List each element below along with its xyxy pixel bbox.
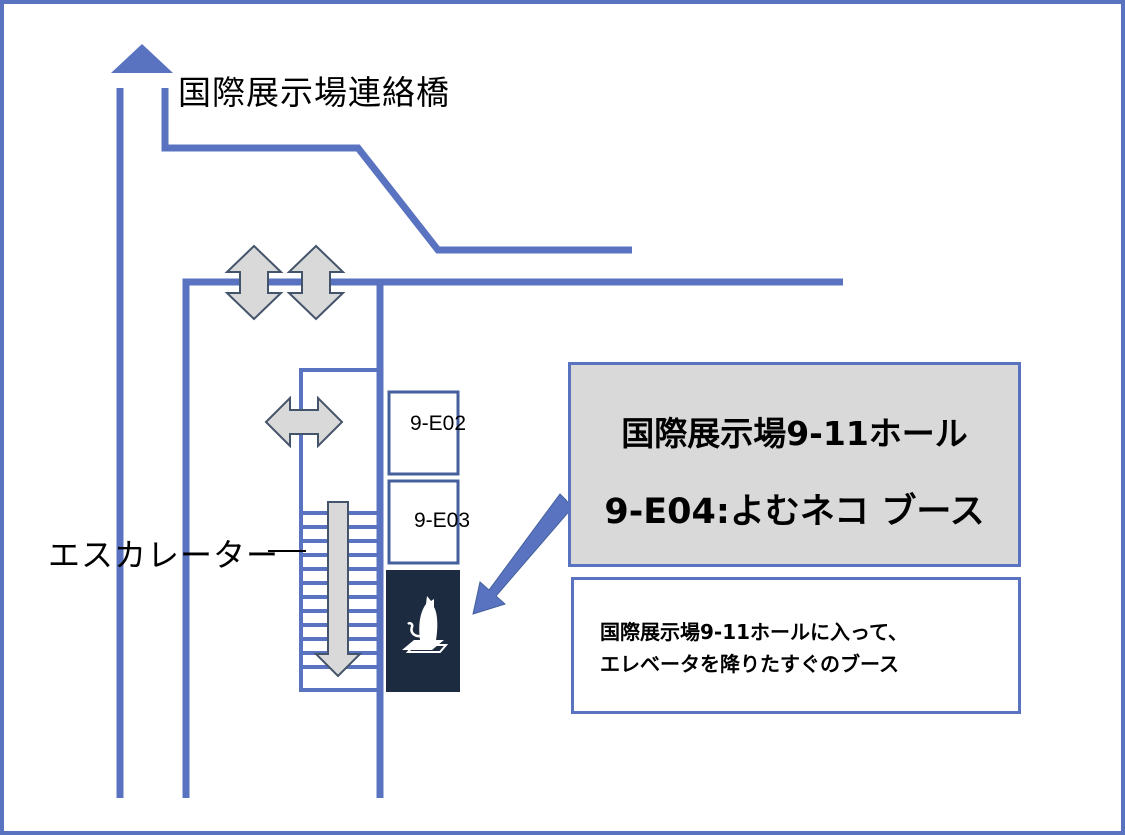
booth-callout: 国際展示場9-11ホール 9-E04:よむネコ ブース	[568, 362, 1021, 567]
escalator-label: エスカレーター	[48, 536, 280, 574]
entrance-updown-arrow-icon	[286, 244, 346, 321]
up-arrow-icon	[111, 44, 173, 73]
booth-label: 9-E02	[410, 412, 467, 435]
escalator-outline	[299, 368, 380, 692]
note-text-line: 国際展示場9-11ホールに入って、	[600, 620, 909, 644]
callout-hall-title: 国際展示場9-11ホール	[621, 414, 968, 453]
entrance-updown-arrow-icon	[224, 244, 284, 321]
cat-on-book-icon	[402, 596, 449, 653]
booth-9-e03[interactable]	[387, 479, 460, 565]
escalator-down-arrow-icon	[313, 501, 363, 678]
bridge-path	[161, 88, 632, 254]
left-right-arrow-icon	[264, 395, 344, 449]
direction-note: 国際展示場9-11ホールに入って、 エレベータを降りたすぐのブース	[571, 577, 1021, 714]
note-text-line: エレベータを降りたすぐのブース	[600, 652, 899, 676]
callout-booth-title: 9-E04:よむネコ ブース	[604, 492, 985, 532]
pointer-arrow-icon	[472, 493, 573, 615]
booth-label: 9-E03	[414, 509, 471, 532]
bridge-label: 国際展示場連絡橋	[178, 73, 450, 112]
route-lines	[116, 88, 843, 798]
booth-9-e02[interactable]	[387, 390, 460, 476]
corridor-path	[182, 278, 843, 798]
